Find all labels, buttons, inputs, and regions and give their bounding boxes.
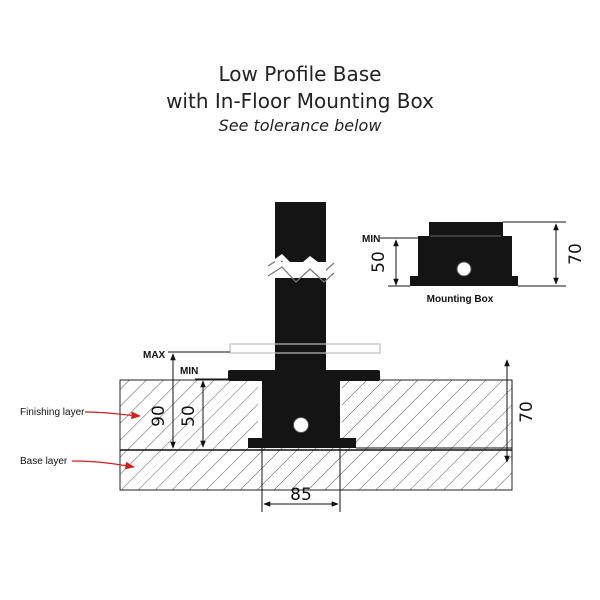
inset-min-label: MIN — [362, 234, 380, 245]
title-line-1: Low Profile Base — [218, 62, 382, 86]
inset-dim-70: 70 — [566, 243, 586, 265]
mounting-box-inset: MIN 50 70 Mounting Box — [362, 221, 586, 305]
base-layer-arrow — [71, 460, 135, 470]
title-line-3-tolerance-note: See tolerance below — [218, 116, 382, 135]
dim-50: 50 — [179, 405, 199, 427]
embedded-box-hole — [293, 417, 309, 433]
inset-box-flange — [410, 276, 518, 286]
inset-dim-50: 50 — [369, 251, 389, 273]
embedded-mounting-box — [248, 381, 356, 448]
max-label: MAX — [143, 350, 166, 361]
embedded-box-flange — [248, 438, 356, 448]
finishing-layer-label: Finishing layer — [20, 407, 85, 418]
inset-box-hole — [456, 261, 472, 277]
post-upper — [275, 202, 326, 262]
base-layer — [119, 449, 513, 491]
title-line-2: with In-Floor Mounting Box — [166, 89, 434, 113]
max-cover-plate-ghost — [229, 343, 381, 354]
post-lower — [275, 278, 326, 378]
cover-plate — [228, 370, 380, 381]
dim-70: 70 — [517, 401, 537, 423]
finishing-layer-arrow — [84, 411, 141, 420]
post — [267, 202, 335, 378]
min-label: MIN — [180, 366, 198, 377]
base-layer-label: Base layer — [20, 456, 68, 467]
dim-85: 85 — [290, 485, 312, 505]
inset-box-top — [429, 222, 503, 238]
inset-label-mounting-box: Mounting Box — [427, 294, 494, 305]
dim-90: 90 — [149, 405, 169, 427]
